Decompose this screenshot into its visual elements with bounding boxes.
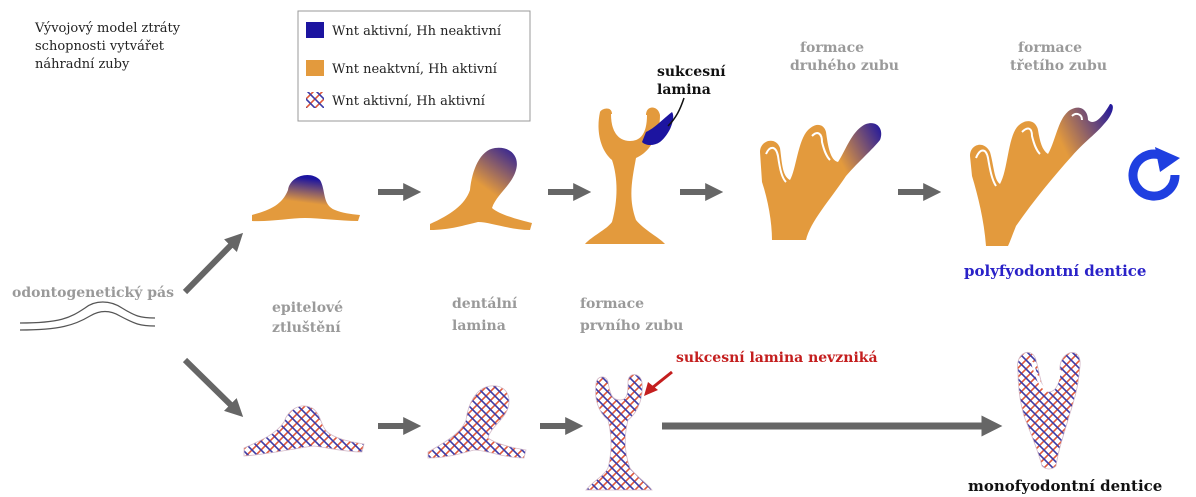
arrow-up-branch: [185, 238, 238, 292]
label-successional-lamina: sukcesní lamina: [657, 64, 730, 98]
label-epithelial-thickening: epitelové ztluštění: [272, 300, 348, 336]
label-polyphyodont: polyfyodontní dentice: [964, 262, 1146, 280]
legend-label-blue: Wnt aktivní, Hh neaktivní: [332, 24, 502, 39]
bottom-stage-1-thickening: [244, 406, 364, 456]
label-dental-lamina: dentální lamina: [452, 296, 522, 334]
legend-swatch-hatch: [306, 92, 324, 108]
bottom-final-tooth: [1017, 352, 1080, 469]
label-monophyodont: monofyodontní dentice: [968, 477, 1162, 495]
label-first-tooth: formace prvního zubu: [580, 296, 683, 334]
bottom-stage-3-first-tooth: [586, 375, 652, 491]
label-no-successional-lamina: sukcesní lamina nevzniká: [676, 350, 878, 366]
label-third-tooth: formace třetího zubu: [1010, 40, 1107, 74]
label-second-tooth: formace druhého zubu: [790, 40, 899, 74]
top-stage-4-second-tooth: [760, 123, 881, 240]
top-stage-5-third-tooth: [970, 104, 1113, 246]
diagram-title: Vývojový model ztráty schopnosti vytváře…: [34, 21, 184, 72]
circular-arrow-icon: [1133, 147, 1180, 196]
top-stage-3-first-tooth: [585, 108, 673, 245]
legend-swatch-blue: [306, 22, 324, 38]
odontogenetic-band-drawing: [20, 302, 155, 330]
legend: Wnt aktivní, Hh neaktivní Wnt neaktvní, …: [298, 11, 530, 121]
top-stage-1-thickening: [252, 175, 360, 221]
legend-label-orange: Wnt neaktvní, Hh aktivní: [332, 62, 498, 77]
label-odontogenetic-band: odontogenetický pás: [12, 284, 174, 301]
legend-label-hatch: Wnt aktivní, Hh aktivní: [332, 94, 486, 109]
bottom-stage-2-lamina: [428, 386, 526, 458]
legend-swatch-orange: [306, 60, 324, 76]
top-stage-2-lamina: [430, 148, 532, 230]
red-pointer-line: [652, 372, 672, 388]
arrow-down-branch: [185, 360, 238, 412]
